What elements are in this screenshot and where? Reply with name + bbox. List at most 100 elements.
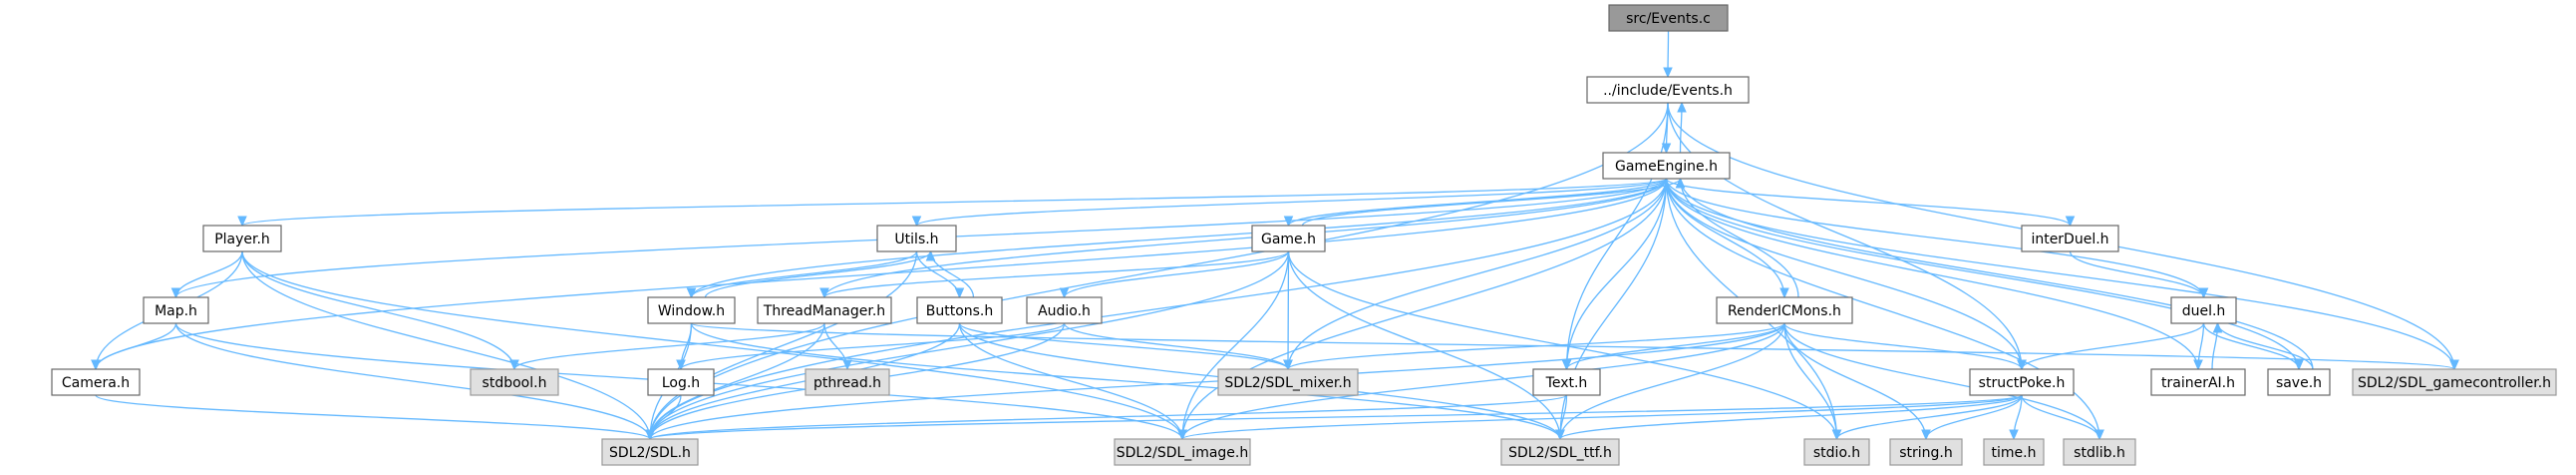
- node-label: src/Events.c: [1626, 11, 1711, 27]
- node-label: ../include/Events.h: [1603, 83, 1733, 99]
- node-box: [1608, 4, 1729, 32]
- node-label: stdlib.h: [2074, 445, 2125, 461]
- node-box: [1586, 76, 1750, 104]
- node-interduel-h[interactable]: interDuel.h: [2021, 225, 2119, 252]
- node-box: [1026, 296, 1103, 324]
- edge-game_h-to-threadmanager_h: [819, 250, 1290, 299]
- node-label: Log.h: [662, 375, 700, 391]
- edge-buttons_h-to-utils_h: [925, 249, 975, 298]
- edge-gameengine_h-to-trainerai_h: [1665, 178, 2203, 371]
- node-pthread-h: pthread.h: [805, 368, 890, 396]
- node-duel-h[interactable]: duel.h: [2170, 296, 2237, 324]
- node-label: Window.h: [658, 303, 725, 319]
- node-label: stdio.h: [1813, 445, 1860, 461]
- nodes-layer: src/Events.c ../include/Events.hGameEngin…: [51, 4, 2557, 466]
- node-map-h[interactable]: Map.h: [143, 296, 209, 324]
- node-threadmanager-h[interactable]: ThreadManager.h: [757, 296, 892, 324]
- node-structpoke-h[interactable]: structPoke.h: [1969, 368, 2075, 396]
- node-utils-h[interactable]: Utils.h: [876, 225, 957, 252]
- node-sdl-gamecontroller-h: SDL2/SDL_gamecontroller.h: [2352, 368, 2557, 396]
- edge-structpoke_h-to-string_h: [1921, 394, 2023, 441]
- node-label: structPoke.h: [1979, 375, 2066, 391]
- node-box: [876, 225, 957, 252]
- edge-game_h-to-gameengine_h: [1301, 177, 1686, 227]
- node-box: [1983, 438, 2045, 466]
- node-log-h[interactable]: Log.h: [647, 368, 715, 396]
- node-player-h[interactable]: Player.h: [202, 225, 282, 252]
- node-label: SDL2/SDL.h: [609, 445, 691, 461]
- node-label: stdbool.h: [483, 375, 547, 391]
- node-game-h[interactable]: Game.h: [1251, 225, 1326, 252]
- edge-gameengine_h-to-duel_h: [1665, 178, 2209, 299]
- edge-utils_h-to-window_h: [686, 250, 918, 299]
- edge-player_h-to-map_h: [170, 250, 243, 299]
- node-label: save.h: [2276, 375, 2322, 391]
- node-audio-h[interactable]: Audio.h: [1026, 296, 1103, 324]
- edge-structpoke_h-to-stdio_h: [1831, 394, 2023, 441]
- node-box: [1114, 438, 1251, 466]
- node-box: [1889, 438, 1963, 466]
- edge-window_h-to-sdl_gamecontroller_h: [690, 322, 2459, 371]
- node-trainerai-h[interactable]: trainerAI.h: [2150, 368, 2246, 396]
- node-label: RenderICMons.h: [1728, 303, 1841, 319]
- edge-map_h-to-sdl_h: [174, 322, 655, 441]
- node-label: string.h: [1899, 445, 1953, 461]
- node-save-h[interactable]: save.h: [2267, 368, 2331, 396]
- node-label: ThreadManager.h: [763, 303, 885, 319]
- node-label: Audio.h: [1038, 303, 1091, 319]
- edge-structpoke_h-to-time_h: [2009, 394, 2023, 441]
- edge-gameengine_h-to-sdl_gamecontroller_h: [1665, 178, 2459, 371]
- node-box: [757, 296, 892, 324]
- edge-gameengine_h-to-camera_h: [91, 178, 1668, 371]
- edge-duel_h-to-trainerai_h: [2193, 322, 2205, 371]
- node-camera-h[interactable]: Camera.h: [51, 368, 141, 396]
- edge-player_h-to-stdbool_h: [241, 250, 519, 371]
- node-box: [2170, 296, 2237, 324]
- node-label: interDuel.h: [2031, 232, 2108, 247]
- node-window-h[interactable]: Window.h: [647, 296, 736, 324]
- node-label: Utils.h: [894, 232, 938, 247]
- edge-save_h-to-duel_h: [2212, 321, 2314, 370]
- node-box: [1716, 296, 1853, 324]
- node-sdl-mixer-h: SDL2/SDL_mixer.h: [1217, 368, 1359, 396]
- edge-interduel_h-to-duel_h: [2069, 250, 2209, 299]
- node-gameengine-h[interactable]: GameEngine.h: [1602, 152, 1731, 180]
- node-box: [805, 368, 890, 396]
- node-box: [1500, 438, 1620, 466]
- node-label: Player.h: [214, 232, 270, 247]
- edge-save_h-to-gameengine_h: [1675, 177, 2314, 370]
- node-buttons-h[interactable]: Buttons.h: [916, 296, 1003, 324]
- edge-structpoke_h-to-stdlib_h: [2021, 394, 2104, 441]
- node-box: [202, 225, 282, 252]
- edge-gameengine_h-to-save_h: [1665, 178, 2304, 371]
- node-text-h[interactable]: Text.h: [1532, 368, 1601, 396]
- edge-utils_h-to-buttons_h: [915, 250, 965, 299]
- node-box: [1532, 368, 1601, 396]
- node-label: SDL2/SDL_ttf.h: [1508, 445, 1612, 461]
- node-events-c[interactable]: src/Events.c: [1608, 4, 1729, 32]
- node-label: Buttons.h: [926, 303, 994, 319]
- node-box: [143, 296, 209, 324]
- node-events-h[interactable]: ../include/Events.h: [1586, 76, 1750, 104]
- edge-events_c-to-events_h: [1663, 30, 1673, 79]
- node-stdbool-h: stdbool.h: [470, 368, 559, 396]
- node-sdl-image-h: SDL2/SDL_image.h: [1114, 438, 1251, 466]
- node-box: [1803, 438, 1870, 466]
- edge-rendericmons_h-to-stdio_h: [1783, 322, 1842, 441]
- node-box: [2352, 368, 2557, 396]
- node-label: Map.h: [155, 303, 197, 319]
- node-box: [1602, 152, 1731, 180]
- edge-rendericmons_h-to-sdl_mixer_h: [1283, 322, 1785, 371]
- edge-audio_h-to-log_h: [676, 322, 1066, 371]
- edge-duel_h-to-structpoke_h: [2017, 322, 2205, 371]
- node-box: [2063, 438, 2136, 466]
- node-rendericmons-h[interactable]: RenderICMons.h: [1716, 296, 1853, 324]
- node-label: Text.h: [1545, 375, 1588, 391]
- node-label: Camera.h: [62, 375, 130, 391]
- edge-structpoke_h-to-sdl_h: [645, 394, 2023, 441]
- node-time-h: time.h: [1983, 438, 2045, 466]
- node-label: GameEngine.h: [1615, 159, 1718, 175]
- edge-player_h-to-sdl_image_h: [241, 250, 1187, 441]
- node-string-h: string.h: [1889, 438, 1963, 466]
- node-label: SDL2/SDL_mixer.h: [1224, 375, 1351, 391]
